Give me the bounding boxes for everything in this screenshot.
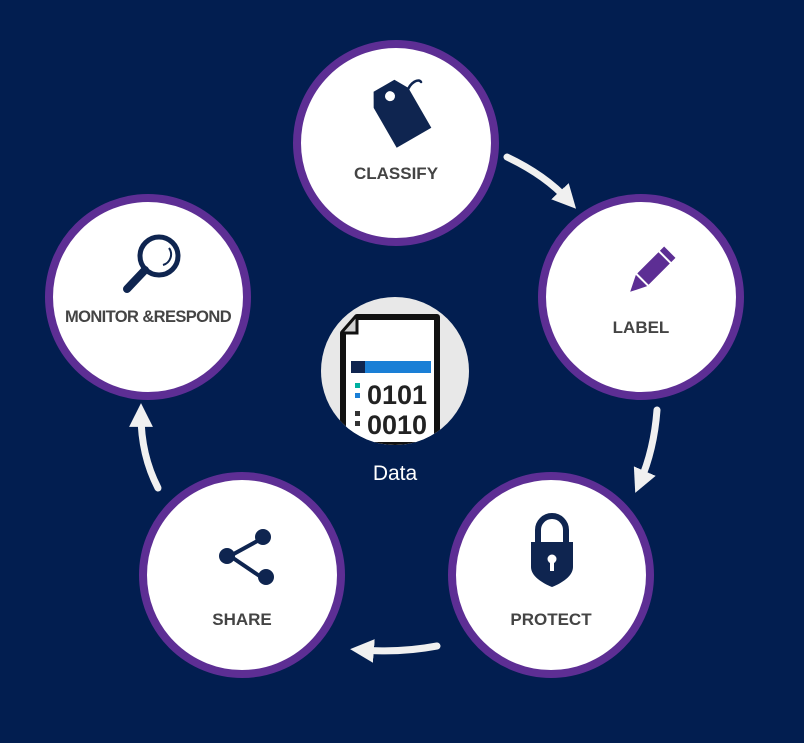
node-classify: CLASSIFY [293,40,499,246]
arrow-share-to-monitor [129,403,162,492]
data-document-icon: 0101 0010 [340,314,440,445]
node-label-monitor-respond: MONITOR &RESPOND [64,308,232,326]
share-icon [219,529,274,585]
center-data-label: Data [372,462,418,485]
center-data-disc: 0101 0010 [321,297,469,445]
node-monitor-respond: MONITOR &RESPOND [45,194,251,400]
binary-line-2: 0010 [367,410,427,440]
node-label-share: SHARE [212,610,272,629]
node-label-classify: CLASSIFY [353,164,439,183]
node-label-protect: PROTECT [510,610,592,629]
binary-line-1: 0101 [367,380,427,410]
magnifier-icon [123,234,181,293]
node-label: LABEL [538,194,744,400]
node-label-label: LABEL [612,318,670,337]
arrow-label-to-protect [633,406,661,493]
node-share: SHARE [139,472,345,678]
arrow-classify-to-label [503,153,577,209]
tag-icon [373,79,432,148]
lock-shield-icon [531,513,573,587]
node-protect: PROTECT [448,472,654,678]
pencil-icon [630,246,676,292]
arrow-protect-to-share [350,639,441,663]
